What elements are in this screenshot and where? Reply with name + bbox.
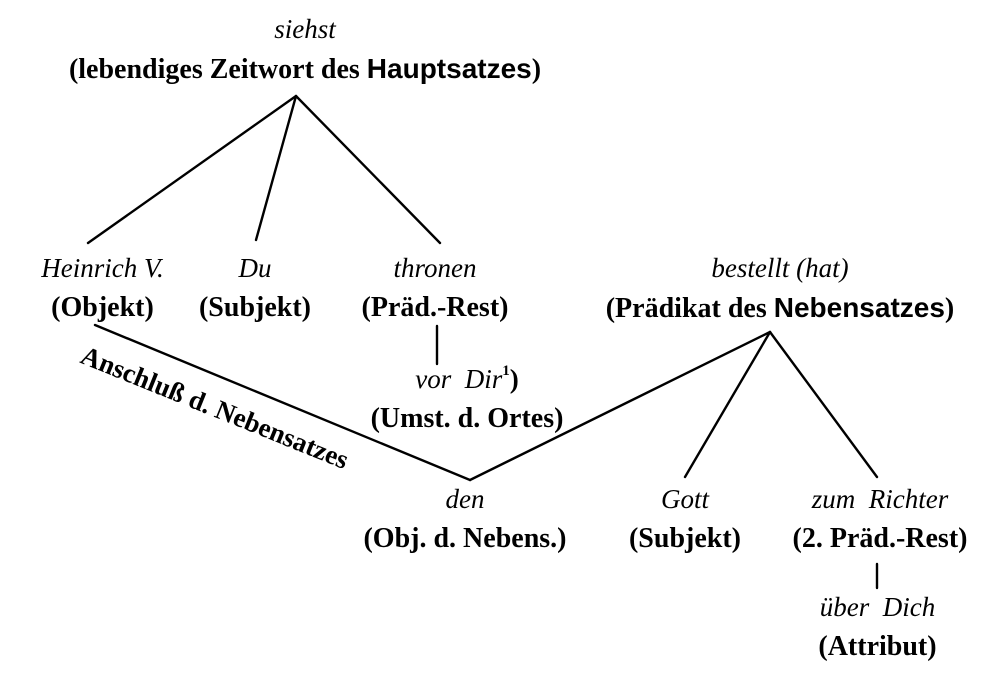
node-vordir-umstand: vor Dir1) (Umst. d. Ortes) [342, 363, 592, 434]
word-den: den [445, 484, 485, 514]
label-root-post: ) [531, 54, 542, 85]
edge-root-heinrich [86, 94, 298, 245]
label-umst-ortes: (Umst. d. Ortes) [370, 403, 564, 434]
node-den-objekt: den (Obj. d. Nebens.) [340, 486, 590, 553]
label-attribut: (Attribut) [818, 631, 937, 662]
node-thronen-praedrest: thronen (Präd.-Rest) [340, 255, 530, 322]
label-praed-rest: (Präd.-Rest) [361, 292, 509, 323]
node-gott-subjekt: Gott (Subjekt) [610, 486, 760, 553]
node-bestellt-praedikat: bestellt (hat) (Prädikat des Nebensatzes… [575, 255, 985, 323]
word-vor-dir: vor Dir1) [342, 363, 592, 394]
label-subjekt: (Subjekt) [198, 292, 311, 323]
label-gott-subjekt: (Subjekt) [628, 523, 741, 554]
node-heinrich-objekt: Heinrich V. (Objekt) [10, 255, 195, 322]
label-root-pre: (lebendiges Zeitwort des [68, 54, 367, 85]
edge-bestellt-richter [768, 330, 879, 479]
label-nebensatzes: Nebensatzes [773, 292, 945, 323]
word-zum-richter: zum Richter [811, 484, 949, 514]
word-vor-dir-text: vor Dir [415, 364, 503, 394]
word-vor-dir-close: ) [509, 364, 519, 394]
label-objekt: (Objekt) [51, 292, 154, 323]
node-du-subjekt: Du (Subjekt) [180, 255, 330, 322]
word-du: Du [238, 253, 272, 283]
label-root: (lebendiges Zeitwort des Hauptsatzes) [20, 55, 590, 84]
edge-bestellt-den [468, 330, 772, 482]
edge-root-thronen [294, 94, 442, 245]
edge-heinrich-den [93, 323, 472, 482]
label-bestellt-post: ) [944, 293, 955, 324]
footnote-marker: 1 [502, 363, 510, 379]
node-ueberdich-attribut: über Dich (Attribut) [790, 594, 965, 661]
label-root-hauptsatzes: Hauptsatzes [366, 53, 532, 84]
label-bestellt-pre: (Prädikat des [605, 293, 774, 324]
edge-root-du [254, 94, 298, 242]
edge-bestellt-gott [683, 330, 772, 479]
word-siehst: siehst [274, 14, 336, 44]
word-ueber-dich: über Dich [819, 592, 936, 622]
word-heinrich: Heinrich V. [41, 253, 164, 283]
word-gott: Gott [660, 484, 709, 514]
word-thronen: thronen [393, 253, 477, 283]
label-bestellt: (Prädikat des Nebensatzes) [575, 294, 985, 323]
node-root-predicate: siehst (lebendiges Zeitwort des Hauptsat… [20, 16, 590, 84]
label-obj-nebens: (Obj. d. Nebens.) [363, 523, 567, 554]
label-2-praed-rest: (2. Präd.-Rest) [792, 523, 968, 554]
node-richter-praedrest: zum Richter (2. Präd.-Rest) [770, 486, 990, 553]
word-bestellt: bestellt (hat) [711, 253, 849, 283]
